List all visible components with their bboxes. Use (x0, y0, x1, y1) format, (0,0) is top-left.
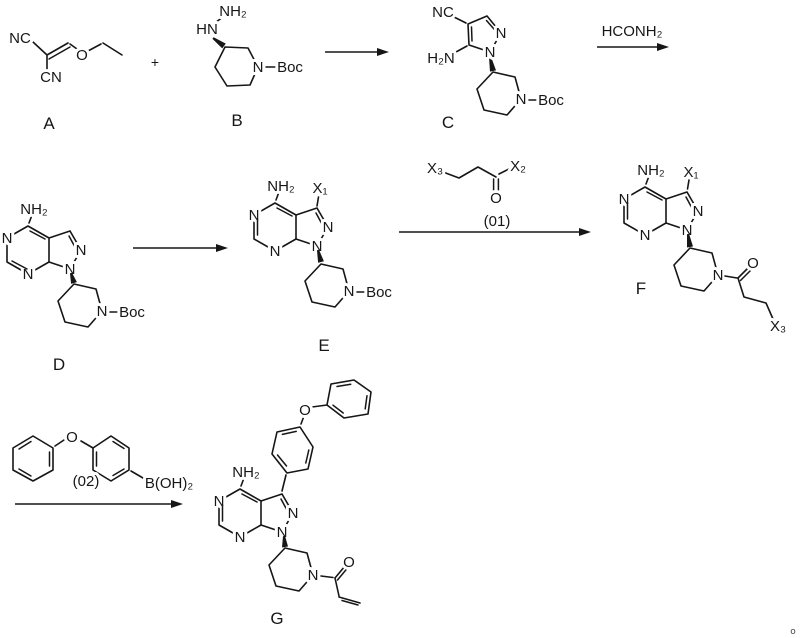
compound-c-bonds (451, 15, 502, 72)
footnote-mark: o (790, 627, 796, 637)
nitrile-label: CN (40, 69, 62, 86)
compound-g: O O G (214, 379, 372, 628)
compound-a-bonds (32, 41, 123, 70)
amine-label: NH₂ (219, 3, 247, 20)
atom-label-n2: N (496, 25, 507, 42)
x1-substituent-label: X₁ (683, 164, 698, 181)
boronic-acid-label: B(OH)₂ (145, 475, 193, 492)
reaction-arrow-5 (15, 500, 183, 508)
amine-label: H₂N (427, 50, 455, 67)
plus-sign: + (151, 54, 159, 70)
reaction-arrow-1 (325, 48, 389, 56)
compound-f-letter: F (636, 279, 646, 298)
compound-e-bonds (256, 196, 324, 263)
reaction-arrow-4 (399, 228, 591, 236)
compound-f-bonds (626, 179, 693, 248)
x1-substituent-label: X₁ (312, 180, 327, 197)
compound-f: X₁ O X₃ F (619, 162, 789, 338)
compound-g-acryloyl-bonds (320, 565, 361, 606)
compound-d-letter: D (53, 355, 65, 374)
x3-substituent-label: X₃ (427, 160, 443, 177)
step-02-label: (02) (73, 473, 100, 490)
reagent-01-bonds (442, 166, 510, 192)
ether-o-label: O (299, 402, 311, 419)
reagent-02-bonds (12, 435, 144, 482)
compound-c-letter: C (442, 113, 454, 132)
carbonyl-o-label: O (490, 190, 502, 207)
reaction-arrow-2: HCONH₂ (597, 20, 669, 51)
formamide-reagent-label: HCONH₂ (602, 23, 663, 40)
carbonyl-o-label: O (747, 255, 759, 272)
compound-e: X₁ E (249, 178, 393, 355)
compound-d: D (2, 201, 146, 374)
hydrazine-nh-label: HN (196, 21, 218, 38)
atom-label-ring-n: N (253, 59, 264, 76)
compound-g-aryl-bonds (271, 379, 372, 492)
compound-a-letter: A (43, 114, 55, 133)
compound-g-bonds (221, 504, 288, 548)
piperidine-boc-group (305, 264, 392, 307)
piperidine-boc-group (58, 284, 145, 327)
piperidine-group (674, 248, 723, 291)
ether-o-label: O (76, 47, 88, 64)
carbonyl-o-label: O (343, 554, 355, 571)
compound-a: NC CN O A (6, 27, 123, 133)
compound-b: NH₂ HN N Boc B (193, 0, 306, 130)
compound-e-letter: E (318, 336, 329, 355)
nitrile-label: NC (9, 30, 31, 47)
compound-d-bonds (11, 260, 77, 284)
reagent-01: X₃ X₂ O (01) (424, 155, 529, 233)
reaction-arrow-3 (133, 244, 228, 252)
core-group (2, 201, 87, 283)
compound-c: NC H₂N N N C (424, 1, 564, 132)
piperidine-group (269, 548, 318, 591)
x3-substituent-label: X₃ (770, 318, 786, 335)
reagent-02: O B(OH)₂ (02) (12, 426, 196, 495)
compound-b-letter: B (231, 111, 242, 130)
nitrile-label: NC (432, 4, 454, 21)
step-01-label: (01) (484, 213, 511, 230)
compound-g-letter: G (270, 609, 283, 628)
piperidine-boc-group (477, 72, 564, 115)
boc-label: Boc (277, 59, 303, 76)
ether-o-label: O (66, 429, 78, 446)
x2-substituent-label: X₂ (510, 158, 526, 175)
compound-b-bonds (212, 15, 277, 87)
compound-f-acyl-bonds (724, 266, 774, 320)
atom-label-n1: N (485, 44, 496, 61)
